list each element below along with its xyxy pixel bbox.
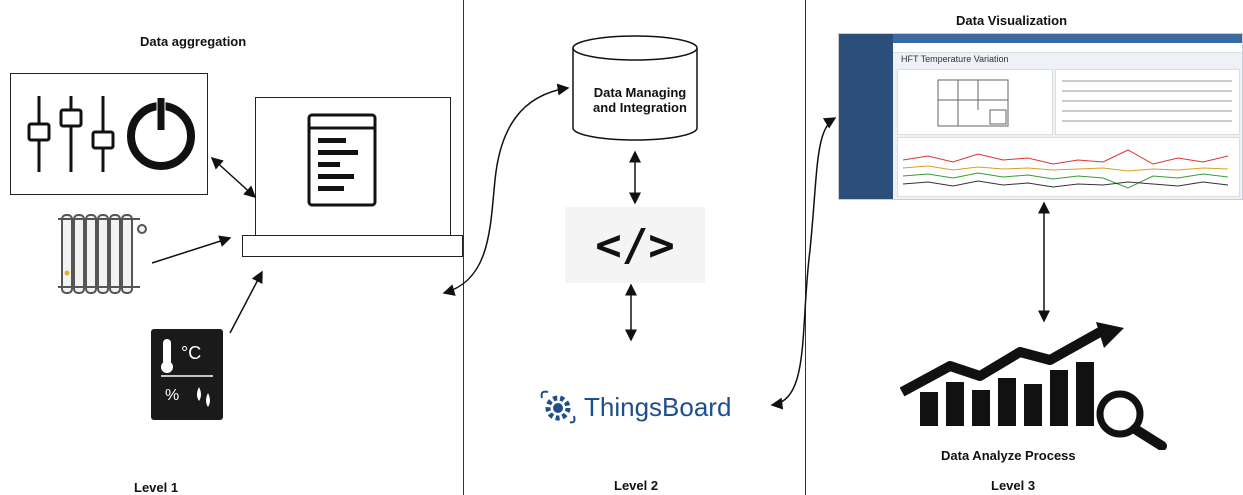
level3-arrow — [1038, 201, 1050, 323]
sensor-humidity-label: % — [165, 387, 180, 404]
thermometer-humidity-sensor-icon: °C % — [151, 329, 223, 420]
gateway-document-icon — [307, 113, 377, 207]
level2-arrows — [442, 83, 837, 410]
data-analyze-label: Data Analyze Process — [941, 448, 1076, 463]
level-1-label: Level 1 — [134, 480, 179, 495]
data-managing-line2: and Integration — [593, 100, 687, 115]
dashboard-topbar — [893, 34, 1242, 43]
data-visualization-title: Data Visualization — [956, 13, 1068, 28]
level1-arrows — [151, 156, 263, 334]
data-managing-label: Data Managing and Integration — [585, 85, 695, 115]
controls-panel — [10, 73, 208, 195]
sensor-temp-label: °C — [181, 343, 202, 363]
data-managing-line1: Data Managing — [593, 85, 687, 100]
database-cylinder-icon — [572, 35, 698, 141]
thingsboard-label: ThingsBoard — [584, 391, 732, 422]
dashboard-table-card — [1055, 69, 1240, 135]
dashboard-line-chart — [897, 137, 1240, 197]
code-brackets-icon: </> — [565, 207, 705, 283]
level-3-label: Level 3 — [991, 478, 1036, 493]
thingsboard-logo: ThingsBoard — [538, 388, 731, 426]
code-glyph-text: </> — [595, 219, 675, 271]
gateway-device — [255, 97, 451, 239]
dashboard-title: HFT Temperature Variation — [901, 54, 1009, 64]
level-2-label: Level 2 — [614, 478, 659, 493]
dashboard-header — [893, 43, 1242, 53]
sliders-power-icon — [27, 96, 195, 172]
data-aggregation-title: Data aggregation — [140, 34, 247, 49]
chart-magnifier-icon — [900, 322, 1167, 450]
dashboard-sidebar — [839, 34, 893, 199]
dashboard-screenshot: HFT Temperature Variation — [838, 33, 1243, 200]
thingsboard-logo-icon — [540, 390, 576, 424]
radiator-icon — [58, 214, 147, 294]
dashboard-floorplan-card — [897, 69, 1053, 135]
